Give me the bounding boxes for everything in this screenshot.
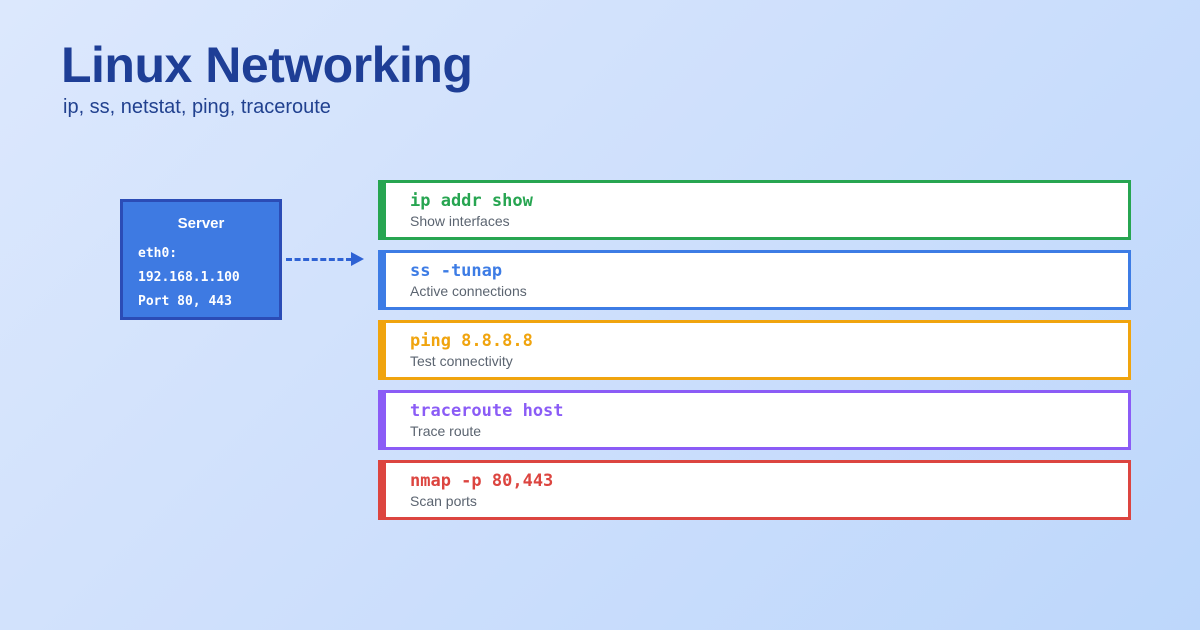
command-description: Show interfaces [410, 213, 510, 229]
command-text: ss -tunap [410, 261, 503, 281]
command-description: Test connectivity [410, 353, 513, 369]
command-text: ip addr show [410, 191, 533, 211]
command-description: Scan ports [410, 493, 477, 509]
arrow-dashed-line [286, 258, 352, 261]
page-title: Linux Networking [61, 37, 473, 93]
command-description: Trace route [410, 423, 482, 439]
server-ports-line: Port 80, 443 [138, 294, 232, 309]
command-text: nmap -p 80,443 [410, 471, 554, 491]
server-node: Server eth0: 192.168.1.100 Port 80, 443 [120, 199, 282, 320]
server-ip-line: 192.168.1.100 [138, 270, 240, 285]
command-description: Active connections [410, 283, 527, 299]
server-interface-line: eth0: [138, 246, 178, 261]
server-node-title: Server [177, 215, 225, 232]
server-node-details: eth0: 192.168.1.100 Port 80, 443 [123, 242, 279, 314]
command-text: ping 8.8.8.8 [410, 331, 533, 351]
command-text: traceroute host [410, 401, 564, 421]
server-to-commands-arrow [286, 252, 364, 266]
page-subtitle: ip, ss, netstat, ping, traceroute [63, 96, 331, 118]
arrow-head-icon [351, 252, 364, 266]
